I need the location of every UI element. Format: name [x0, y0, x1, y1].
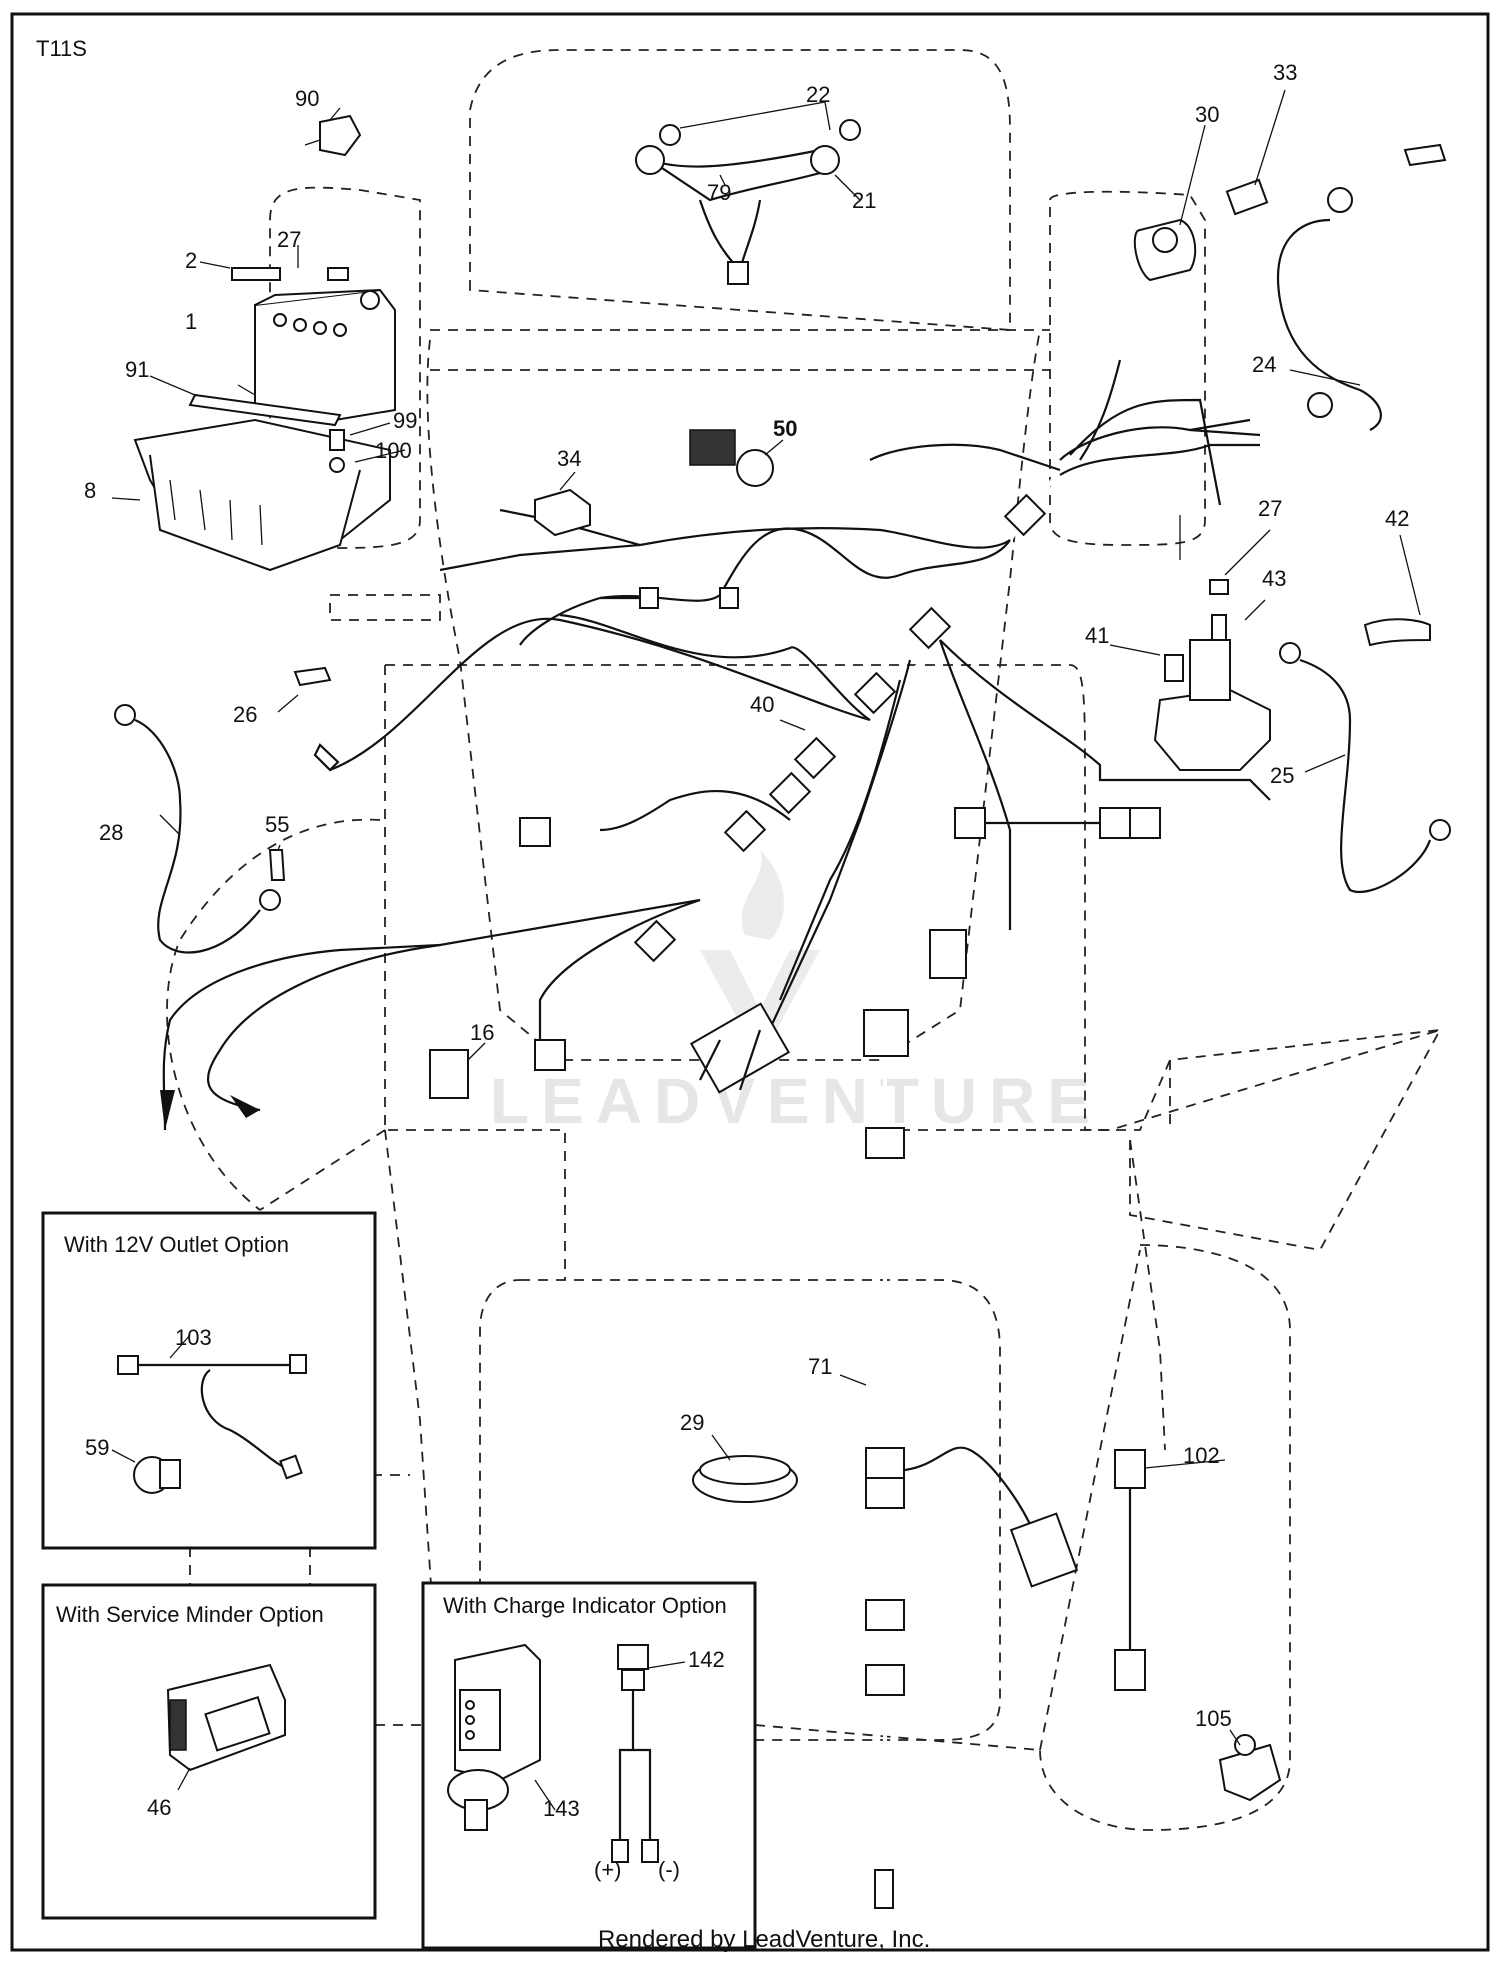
callout-103: 103 — [175, 1325, 212, 1350]
watermark-text: LEADVENTURE — [490, 1065, 1102, 1137]
callout-59: 59 — [85, 1435, 109, 1460]
outlet-option-box: With 12V Outlet Option 103 59 — [41, 1211, 377, 1550]
polarity-minus: (-) — [658, 1857, 680, 1882]
charge-indicator-option-title: With Charge Indicator Option — [443, 1593, 727, 1618]
watermark: LEADVENTURE — [490, 850, 1102, 1137]
callout-1: 1 — [185, 309, 197, 334]
callout-24: 24 — [1252, 352, 1276, 377]
polarity-plus: (+) — [594, 1857, 622, 1882]
callout-8: 8 — [84, 478, 96, 503]
parts-misc — [114, 114, 1451, 1909]
callout-105: 105 — [1195, 1706, 1232, 1731]
callout-143: 143 — [543, 1796, 580, 1821]
outlet-option-title: With 12V Outlet Option — [64, 1232, 289, 1257]
callout-26: 26 — [233, 702, 257, 727]
leader-lines — [111, 89, 1421, 1746]
callout-100: 100 — [375, 438, 412, 463]
battery-assembly — [133, 267, 396, 572]
callout-27a: 27 — [277, 227, 301, 252]
callout-25: 25 — [1270, 763, 1294, 788]
callout-22: 22 — [806, 82, 830, 107]
charge-indicator-option-box: With Charge Indicator Option 143 142 (+)… — [421, 1581, 757, 1950]
callout-46: 46 — [147, 1795, 171, 1820]
model-code: T11S — [36, 36, 87, 61]
callout-99: 99 — [393, 408, 417, 433]
callout-43: 43 — [1262, 566, 1286, 591]
callout-21: 21 — [852, 188, 876, 213]
callout-33: 33 — [1273, 60, 1297, 85]
service-minder-option-box: With Service Minder Option 46 — [41, 1583, 377, 1920]
callout-41: 41 — [1085, 623, 1109, 648]
callout-102: 102 — [1183, 1443, 1220, 1468]
callout-16: 16 — [470, 1020, 494, 1045]
callout-2: 2 — [185, 248, 197, 273]
callout-labels: 90 2 27 1 91 99 100 8 22 79 21 30 33 24 … — [84, 60, 1409, 1731]
callout-34: 34 — [557, 446, 581, 471]
wire-harness-40 — [160, 329, 1271, 1131]
callout-142: 142 — [688, 1647, 725, 1672]
callout-55: 55 — [265, 812, 289, 837]
callout-71: 71 — [808, 1354, 832, 1379]
footer-credit: Rendered by LeadVenture, Inc. — [598, 1926, 930, 1953]
callout-50: 50 — [773, 416, 797, 441]
callout-27b: 27 — [1258, 496, 1282, 521]
callout-40: 40 — [750, 692, 774, 717]
callout-90: 90 — [295, 86, 319, 111]
service-minder-option-title: With Service Minder Option — [56, 1602, 324, 1627]
callout-79: 79 — [707, 180, 731, 205]
callout-91: 91 — [125, 357, 149, 382]
callout-28: 28 — [99, 820, 123, 845]
callout-29: 29 — [680, 1410, 704, 1435]
callout-42: 42 — [1385, 506, 1409, 531]
callout-30: 30 — [1195, 102, 1219, 127]
diagram-frame — [10, 12, 1490, 1952]
